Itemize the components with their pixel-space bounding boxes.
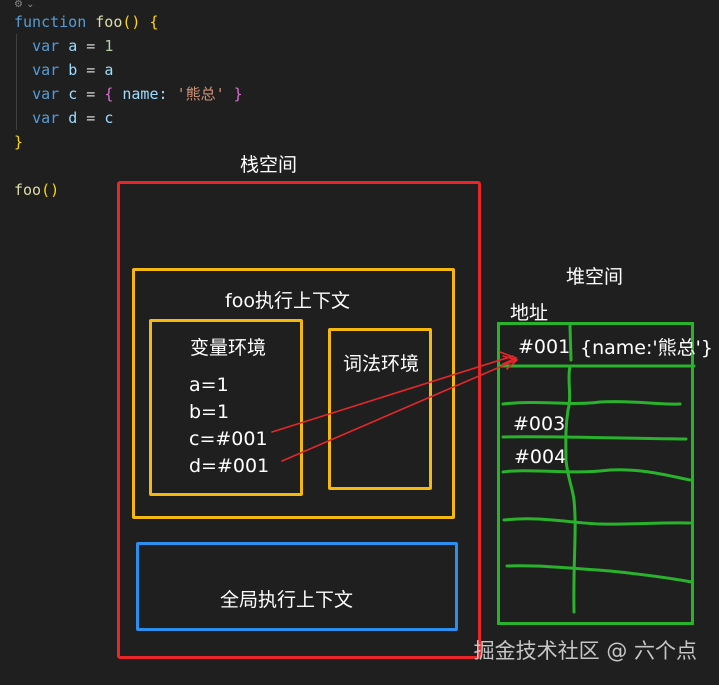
identifier: a (104, 61, 114, 79)
stack-space-title: 栈空间 (240, 154, 298, 176)
brace: { (149, 13, 159, 31)
code-line-8: foo() (14, 178, 243, 202)
identifier: d (68, 109, 78, 127)
global-context-box (136, 542, 458, 631)
code-line-1: function foo() { (14, 10, 243, 34)
identifier: c (104, 109, 114, 127)
arrowhead-c (499, 351, 519, 365)
indent-guide (16, 34, 17, 130)
var-a: a=1 (189, 374, 229, 396)
variable-env-box (149, 319, 303, 496)
parens: () (41, 181, 60, 199)
address-label: 地址 (510, 302, 549, 324)
code-line-6: } (14, 130, 243, 154)
operator: = (86, 61, 96, 79)
heap-row-line-5 (502, 517, 692, 526)
heap-row-line-3 (501, 435, 688, 441)
keyword: var (32, 61, 60, 79)
lexical-env-title: 词法环境 (343, 353, 420, 375)
identifier: b (68, 61, 78, 79)
heap-addr-001: #001 (518, 336, 571, 358)
operator: = (86, 109, 96, 127)
reference-line-d (281, 359, 517, 462)
code-editor: function foo() { var a = 1 var b = a var… (14, 10, 243, 202)
global-context-title: 全局执行上下文 (220, 589, 354, 611)
var-b: b=1 (189, 401, 230, 423)
keyword: var (32, 37, 60, 55)
property-key: name: (122, 85, 168, 103)
var-d: d=#001 (189, 455, 270, 477)
function-call: foo (14, 181, 42, 199)
lexical-env-box (328, 328, 432, 490)
identifier: c (68, 85, 78, 103)
brace: } (14, 133, 24, 151)
heap-addr-004: #004 (514, 446, 567, 468)
code-line-5: var d = c (14, 106, 243, 130)
function-name: foo (95, 13, 123, 31)
code-line-2: var a = 1 (14, 34, 243, 58)
keyword: function (14, 13, 87, 31)
heap-addr-003: #003 (513, 413, 566, 435)
toolbar-icons: ⚙ ⌄ (14, 0, 35, 10)
operator: = (86, 37, 96, 55)
heap-row-line-2 (501, 400, 682, 406)
heap-row-line-4 (501, 468, 692, 482)
number-literal: 1 (104, 37, 114, 55)
watermark: 掘金技术社区 @ 六个点 (473, 639, 697, 663)
stack-space-box (117, 181, 481, 659)
heap-value-001: {name:'熊总'} (580, 337, 713, 359)
heap-row-line-6 (505, 564, 694, 584)
code-line-3: var b = a (14, 58, 243, 82)
keyword: var (32, 109, 60, 127)
foo-context-box (132, 268, 455, 519)
brace: } (233, 85, 243, 103)
parens: () (122, 13, 141, 31)
var-c: c=#001 (189, 428, 268, 450)
code-line-4: var c = { name: '熊总' } (14, 82, 243, 106)
keyword: var (32, 85, 60, 103)
string-literal: '熊总' (176, 85, 225, 103)
heap-space-box (497, 322, 694, 625)
reference-line-c (271, 355, 514, 433)
variable-env-title: 变量环境 (190, 337, 267, 359)
brace: { (104, 85, 114, 103)
heap-vertical-divider (564, 364, 577, 614)
foo-context-title: foo执行上下文 (225, 290, 350, 312)
variable-list: a=1 b=1 c=#001 d=#001 (189, 372, 269, 480)
identifier: a (68, 37, 78, 55)
heap-space-title: 堆空间 (566, 266, 624, 288)
arrowhead-d (502, 355, 519, 370)
heap-divider-top (568, 324, 573, 362)
operator: = (86, 85, 96, 103)
